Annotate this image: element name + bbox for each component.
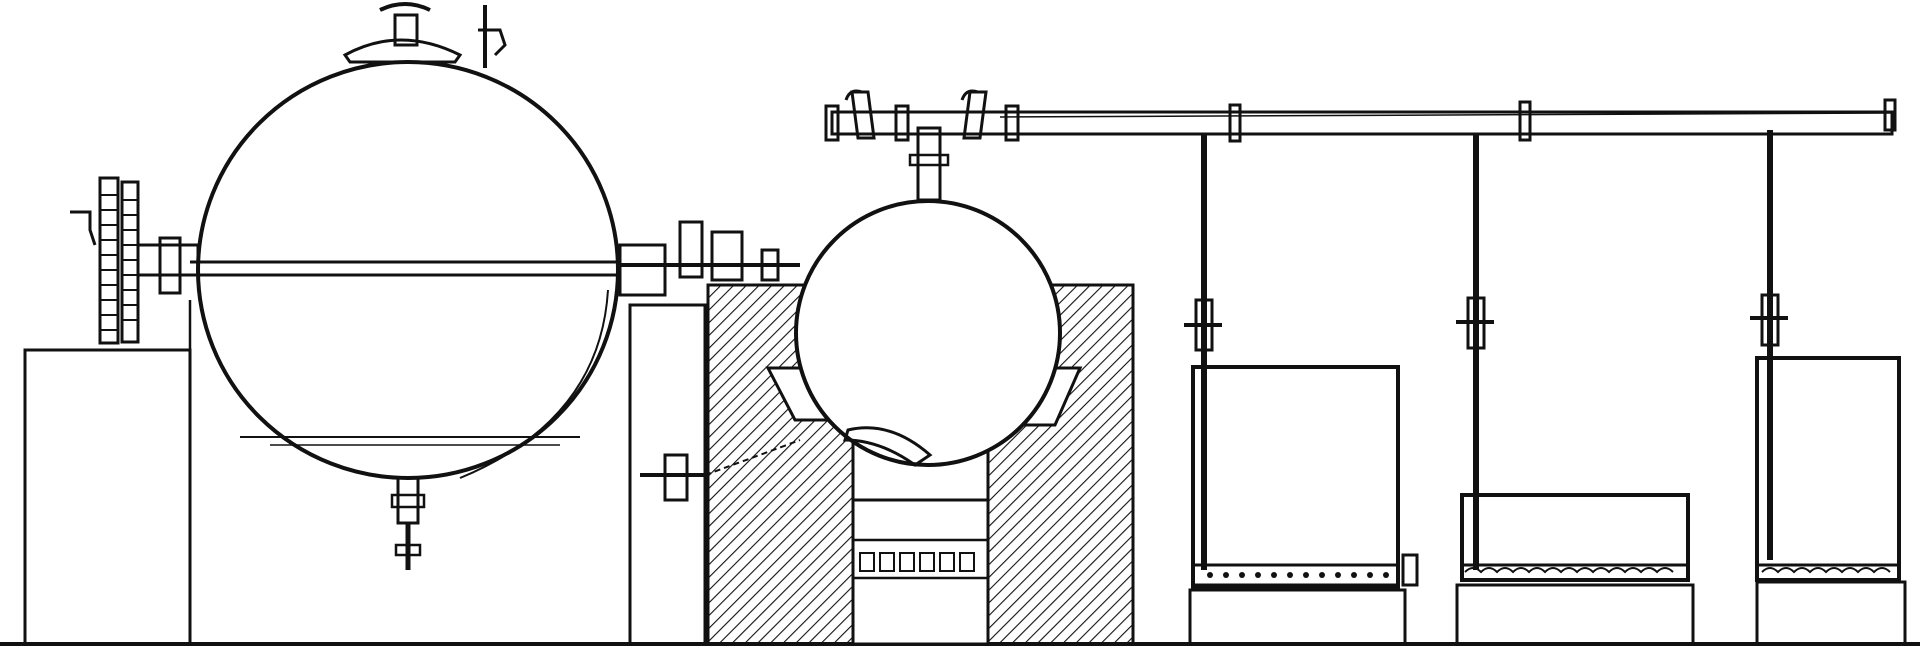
gear-mechanism	[70, 176, 200, 345]
grate-bars	[859, 552, 975, 572]
overhead-pipe	[824, 89, 1897, 143]
drop-pipes	[1184, 130, 1788, 570]
tank-2	[1455, 493, 1695, 646]
large-sphere	[190, 60, 620, 480]
sphere-pipe-connector	[908, 126, 950, 202]
sphere-top-valve	[342, 2, 507, 68]
left-pedestal	[23, 300, 192, 646]
tank-3	[1755, 356, 1907, 646]
sphere-bottom-drain	[390, 476, 426, 570]
small-sphere	[794, 199, 1062, 467]
tank-1	[1188, 365, 1419, 646]
middle-support	[618, 220, 800, 646]
